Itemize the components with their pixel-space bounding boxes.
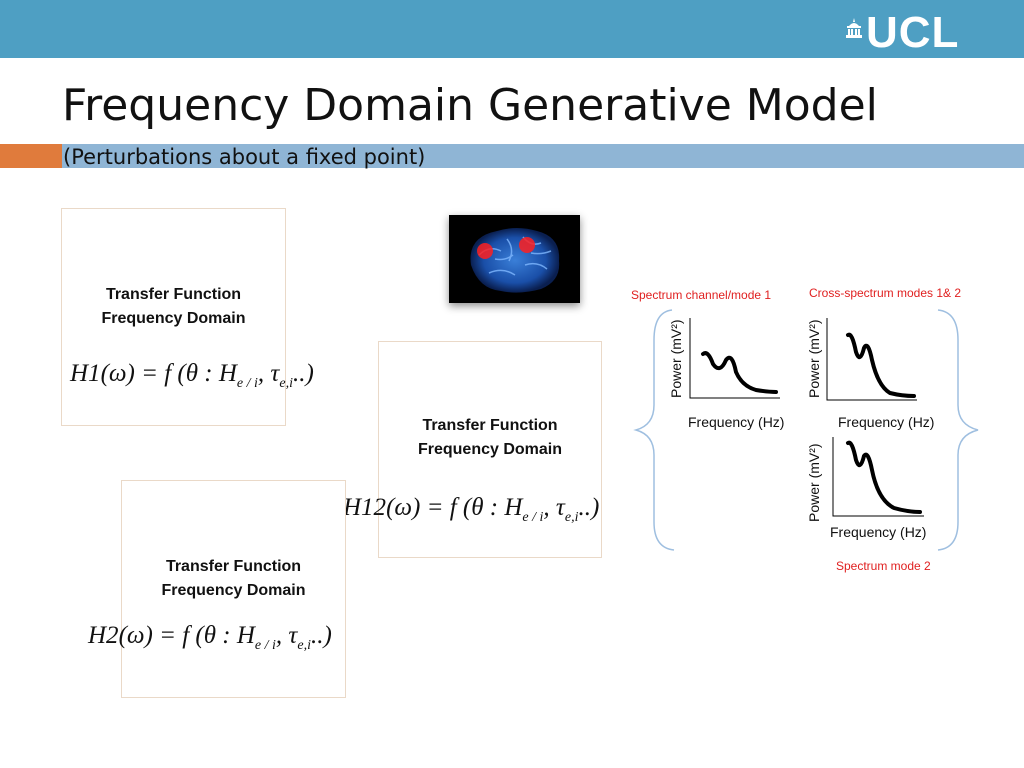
- axes-plot-2: [826, 318, 917, 401]
- eq-sub-tau: e,i: [279, 376, 293, 391]
- source-marker-1: [477, 243, 493, 259]
- transfer-box-12: Transfer Function Frequency Domain: [378, 341, 602, 558]
- label-cross-spectrum: Cross-spectrum modes 1& 2: [809, 286, 962, 300]
- eq-sub-h: e / i: [522, 510, 544, 525]
- equation-h1: H1(ω) = f (θ : He / i, τe,i..): [70, 360, 314, 392]
- eq-sub-h: e / i: [254, 638, 276, 653]
- eq-tail: ..): [578, 494, 600, 521]
- label-spectrum-channel: Spectrum channel/mode 1: [631, 288, 772, 302]
- slide-subtitle: (Perturbations about a fixed point): [63, 145, 426, 169]
- label-spectrum-mode2: Spectrum mode 2: [836, 559, 931, 573]
- eq-tail: ..): [310, 622, 332, 649]
- xlabel-plot-1: Frequency (Hz): [688, 414, 785, 430]
- eq-name: H12: [343, 494, 387, 521]
- curve-plot-1: [701, 351, 778, 394]
- curve-plot-3: [846, 440, 922, 514]
- eq-tail: ..): [292, 360, 314, 387]
- transfer-label-line1: Transfer Function: [105, 286, 242, 303]
- ylabel-plot-3: Power (mV²): [806, 443, 822, 522]
- xlabel-plot-2: Frequency (Hz): [838, 414, 935, 430]
- ylabel-plot-1: Power (mV²): [668, 319, 684, 398]
- right-brace: [937, 309, 979, 551]
- transfer-label-2: Transfer Function Frequency Domain: [122, 555, 345, 603]
- subtitle-accent: [0, 144, 62, 168]
- eq-tau: , τ: [257, 360, 280, 387]
- brain-image: [449, 215, 580, 303]
- transfer-label-line2: Frequency Domain: [101, 310, 246, 327]
- eq-sub-tau: e,i: [564, 510, 579, 525]
- subtitle-bar: [62, 144, 1024, 168]
- curve-plot-2: [846, 332, 916, 398]
- transfer-label-line2: Frequency Domain: [161, 582, 306, 599]
- eq-tau: , τ: [543, 494, 565, 521]
- axes-plot-3: [832, 437, 924, 517]
- slide-title: Frequency Domain Generative Model: [62, 80, 878, 131]
- equation-h12: H12(ω) = f (θ : He / i, τe,i..): [343, 494, 599, 526]
- transfer-label-12: Transfer Function Frequency Domain: [379, 414, 601, 462]
- ylabel-plot-2: Power (mV²): [806, 319, 822, 398]
- brain-icon: [470, 228, 560, 293]
- equation-h2: H2(ω) = f (θ : He / i, τe,i..): [88, 622, 332, 654]
- eq-tau: , τ: [275, 622, 298, 649]
- eq-sub-h: e / i: [236, 376, 258, 391]
- transfer-box-1: Transfer Function Frequency Domain: [61, 208, 286, 426]
- eq-body: (ω) = f (θ : H: [118, 622, 255, 649]
- eq-name: H1: [70, 360, 101, 387]
- header-bar: [0, 0, 1024, 58]
- transfer-box-2: Transfer Function Frequency Domain: [121, 480, 346, 698]
- eq-body: (ω) = f (θ : H: [100, 360, 237, 387]
- ucl-portico-icon: [846, 18, 862, 38]
- left-brace: [633, 309, 675, 551]
- xlabel-plot-3: Frequency (Hz): [830, 524, 927, 540]
- source-marker-2: [519, 237, 535, 253]
- transfer-label-line2: Frequency Domain: [417, 441, 563, 458]
- axes-plot-1: [689, 318, 780, 399]
- ucl-logo: UCL: [866, 8, 960, 57]
- transfer-label-1: Transfer Function Frequency Domain: [62, 283, 285, 331]
- eq-body: (ω) = f (θ : H: [386, 494, 523, 521]
- transfer-label-line1: Transfer Function: [165, 558, 302, 575]
- eq-sub-tau: e,i: [297, 638, 311, 653]
- transfer-label-line1: Transfer Function: [422, 417, 558, 434]
- eq-name: H2: [88, 622, 119, 649]
